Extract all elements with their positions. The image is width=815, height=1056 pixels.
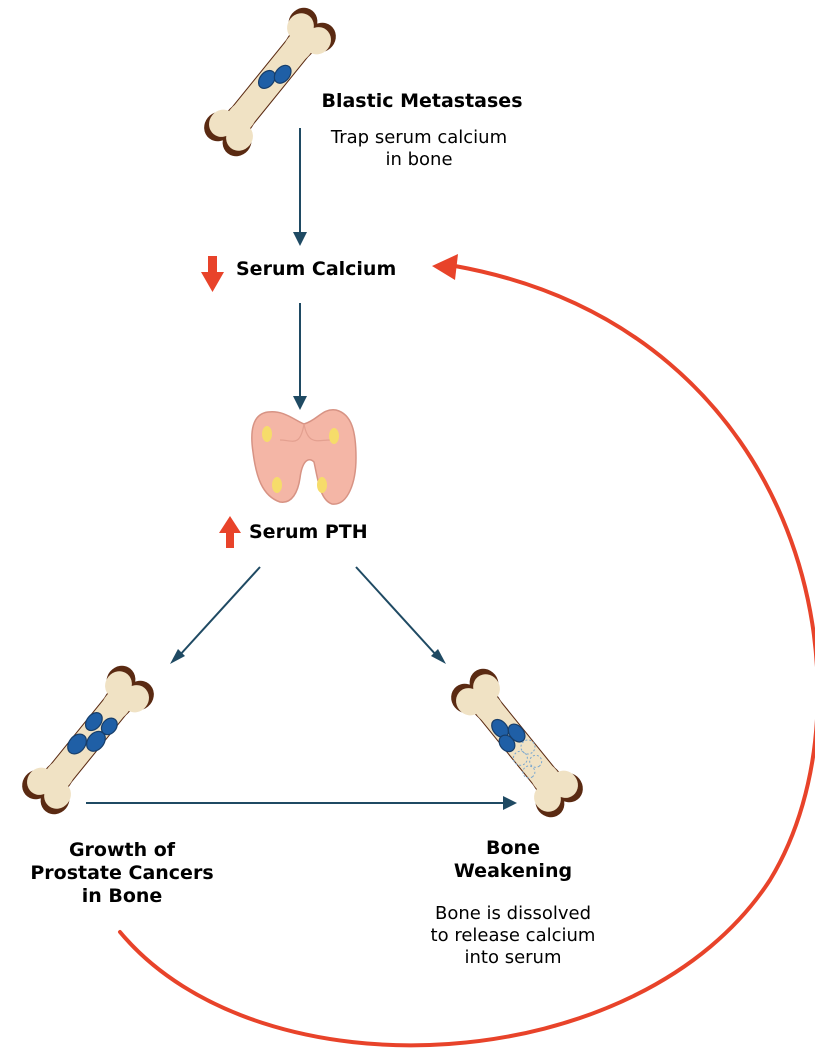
parathyroid-spot	[317, 477, 327, 493]
weakening-note-line2: to release calcium	[403, 925, 623, 946]
weakening-note-line1: Bone is dissolved	[403, 903, 623, 924]
arrow-blastic-to-calcium	[293, 128, 307, 246]
growth-line2: Prostate Cancers	[12, 861, 232, 886]
blastic-metastases-title: Blastic Metastases	[308, 89, 536, 114]
thyroid-gland-icon	[252, 410, 356, 504]
serum-pth-label: Serum PTH	[249, 520, 389, 545]
calcium-decrease-arrow-icon	[201, 256, 224, 292]
arrow-calcium-to-thyroid	[293, 303, 307, 410]
growth-bone-icon	[16, 660, 160, 820]
growth-line1: Growth of	[12, 838, 232, 863]
weakening-line1: Bone	[403, 836, 623, 861]
arrow-growth-to-weakening	[86, 796, 517, 810]
growth-line3: in Bone	[12, 884, 232, 909]
parathyroid-spot	[262, 426, 272, 442]
arrow-pth-to-growth	[170, 567, 260, 664]
weakening-line2: Weakening	[403, 859, 623, 884]
weakening-note-line3: into serum	[403, 947, 623, 968]
parathyroid-spot	[329, 428, 339, 444]
blastic-note-line2: in bone	[308, 149, 530, 170]
serum-calcium-label: Serum Calcium	[236, 257, 416, 282]
pth-increase-arrow-icon	[219, 516, 241, 548]
blastic-note-line1: Trap serum calcium	[308, 127, 530, 148]
parathyroid-spot	[272, 477, 282, 493]
arrow-pth-to-weakening	[356, 567, 446, 664]
weakening-bone-icon	[445, 663, 589, 823]
